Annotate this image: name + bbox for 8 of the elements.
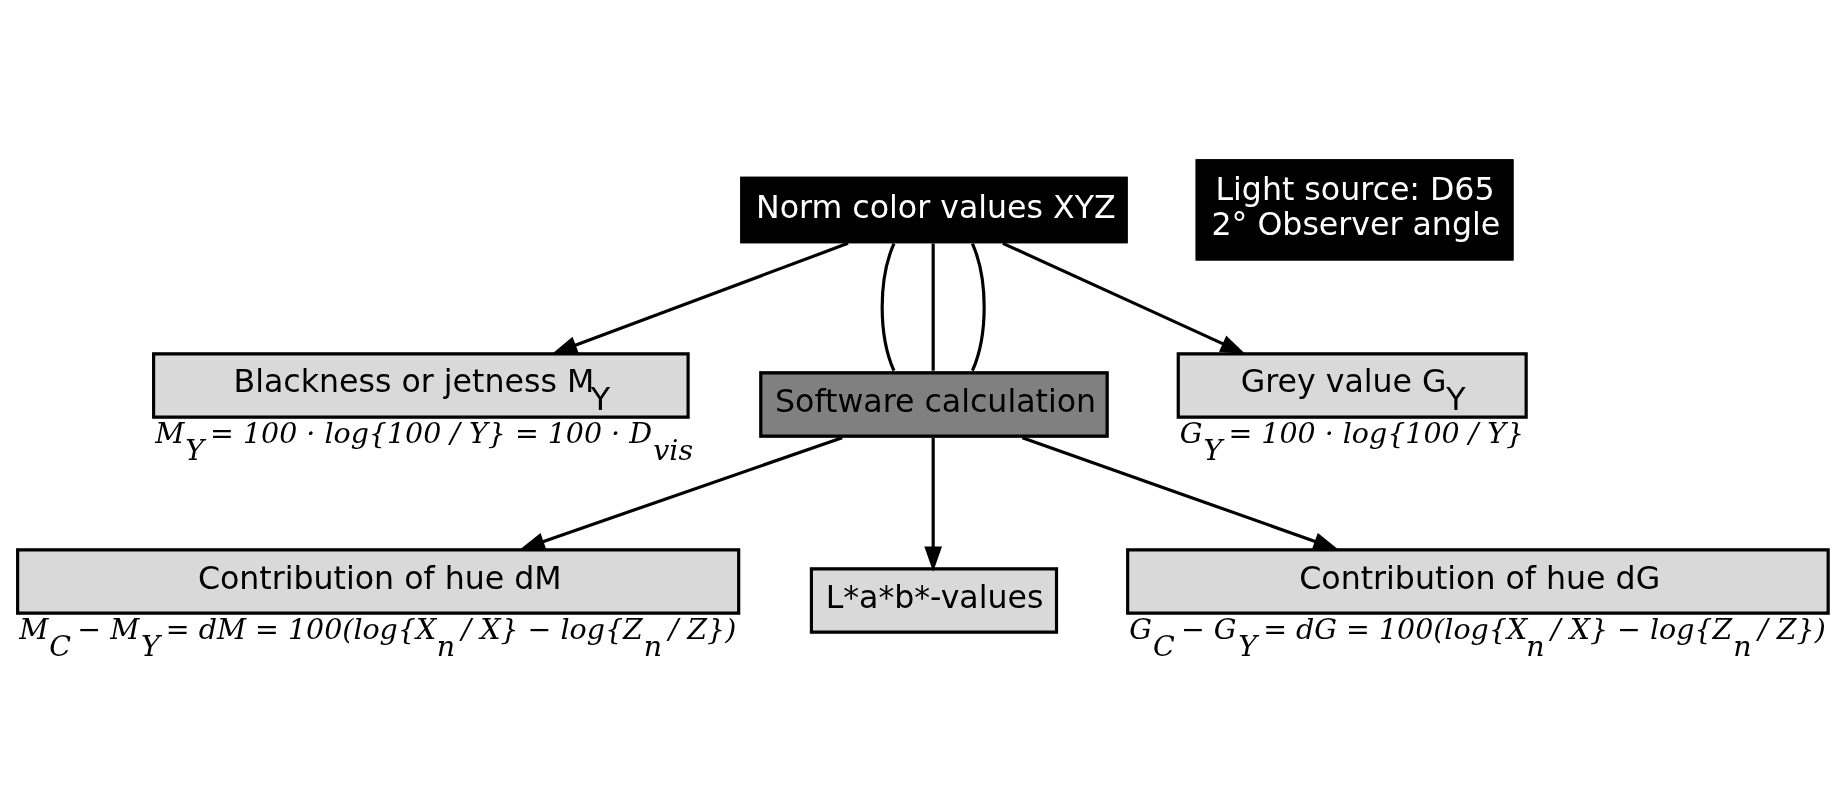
connector <box>970 242 986 372</box>
arrow <box>551 241 849 354</box>
arrow <box>1021 436 1339 550</box>
connector <box>931 243 935 371</box>
connector <box>880 242 896 372</box>
arrow <box>519 436 843 550</box>
arrow <box>924 437 943 572</box>
arrow <box>1002 241 1246 355</box>
